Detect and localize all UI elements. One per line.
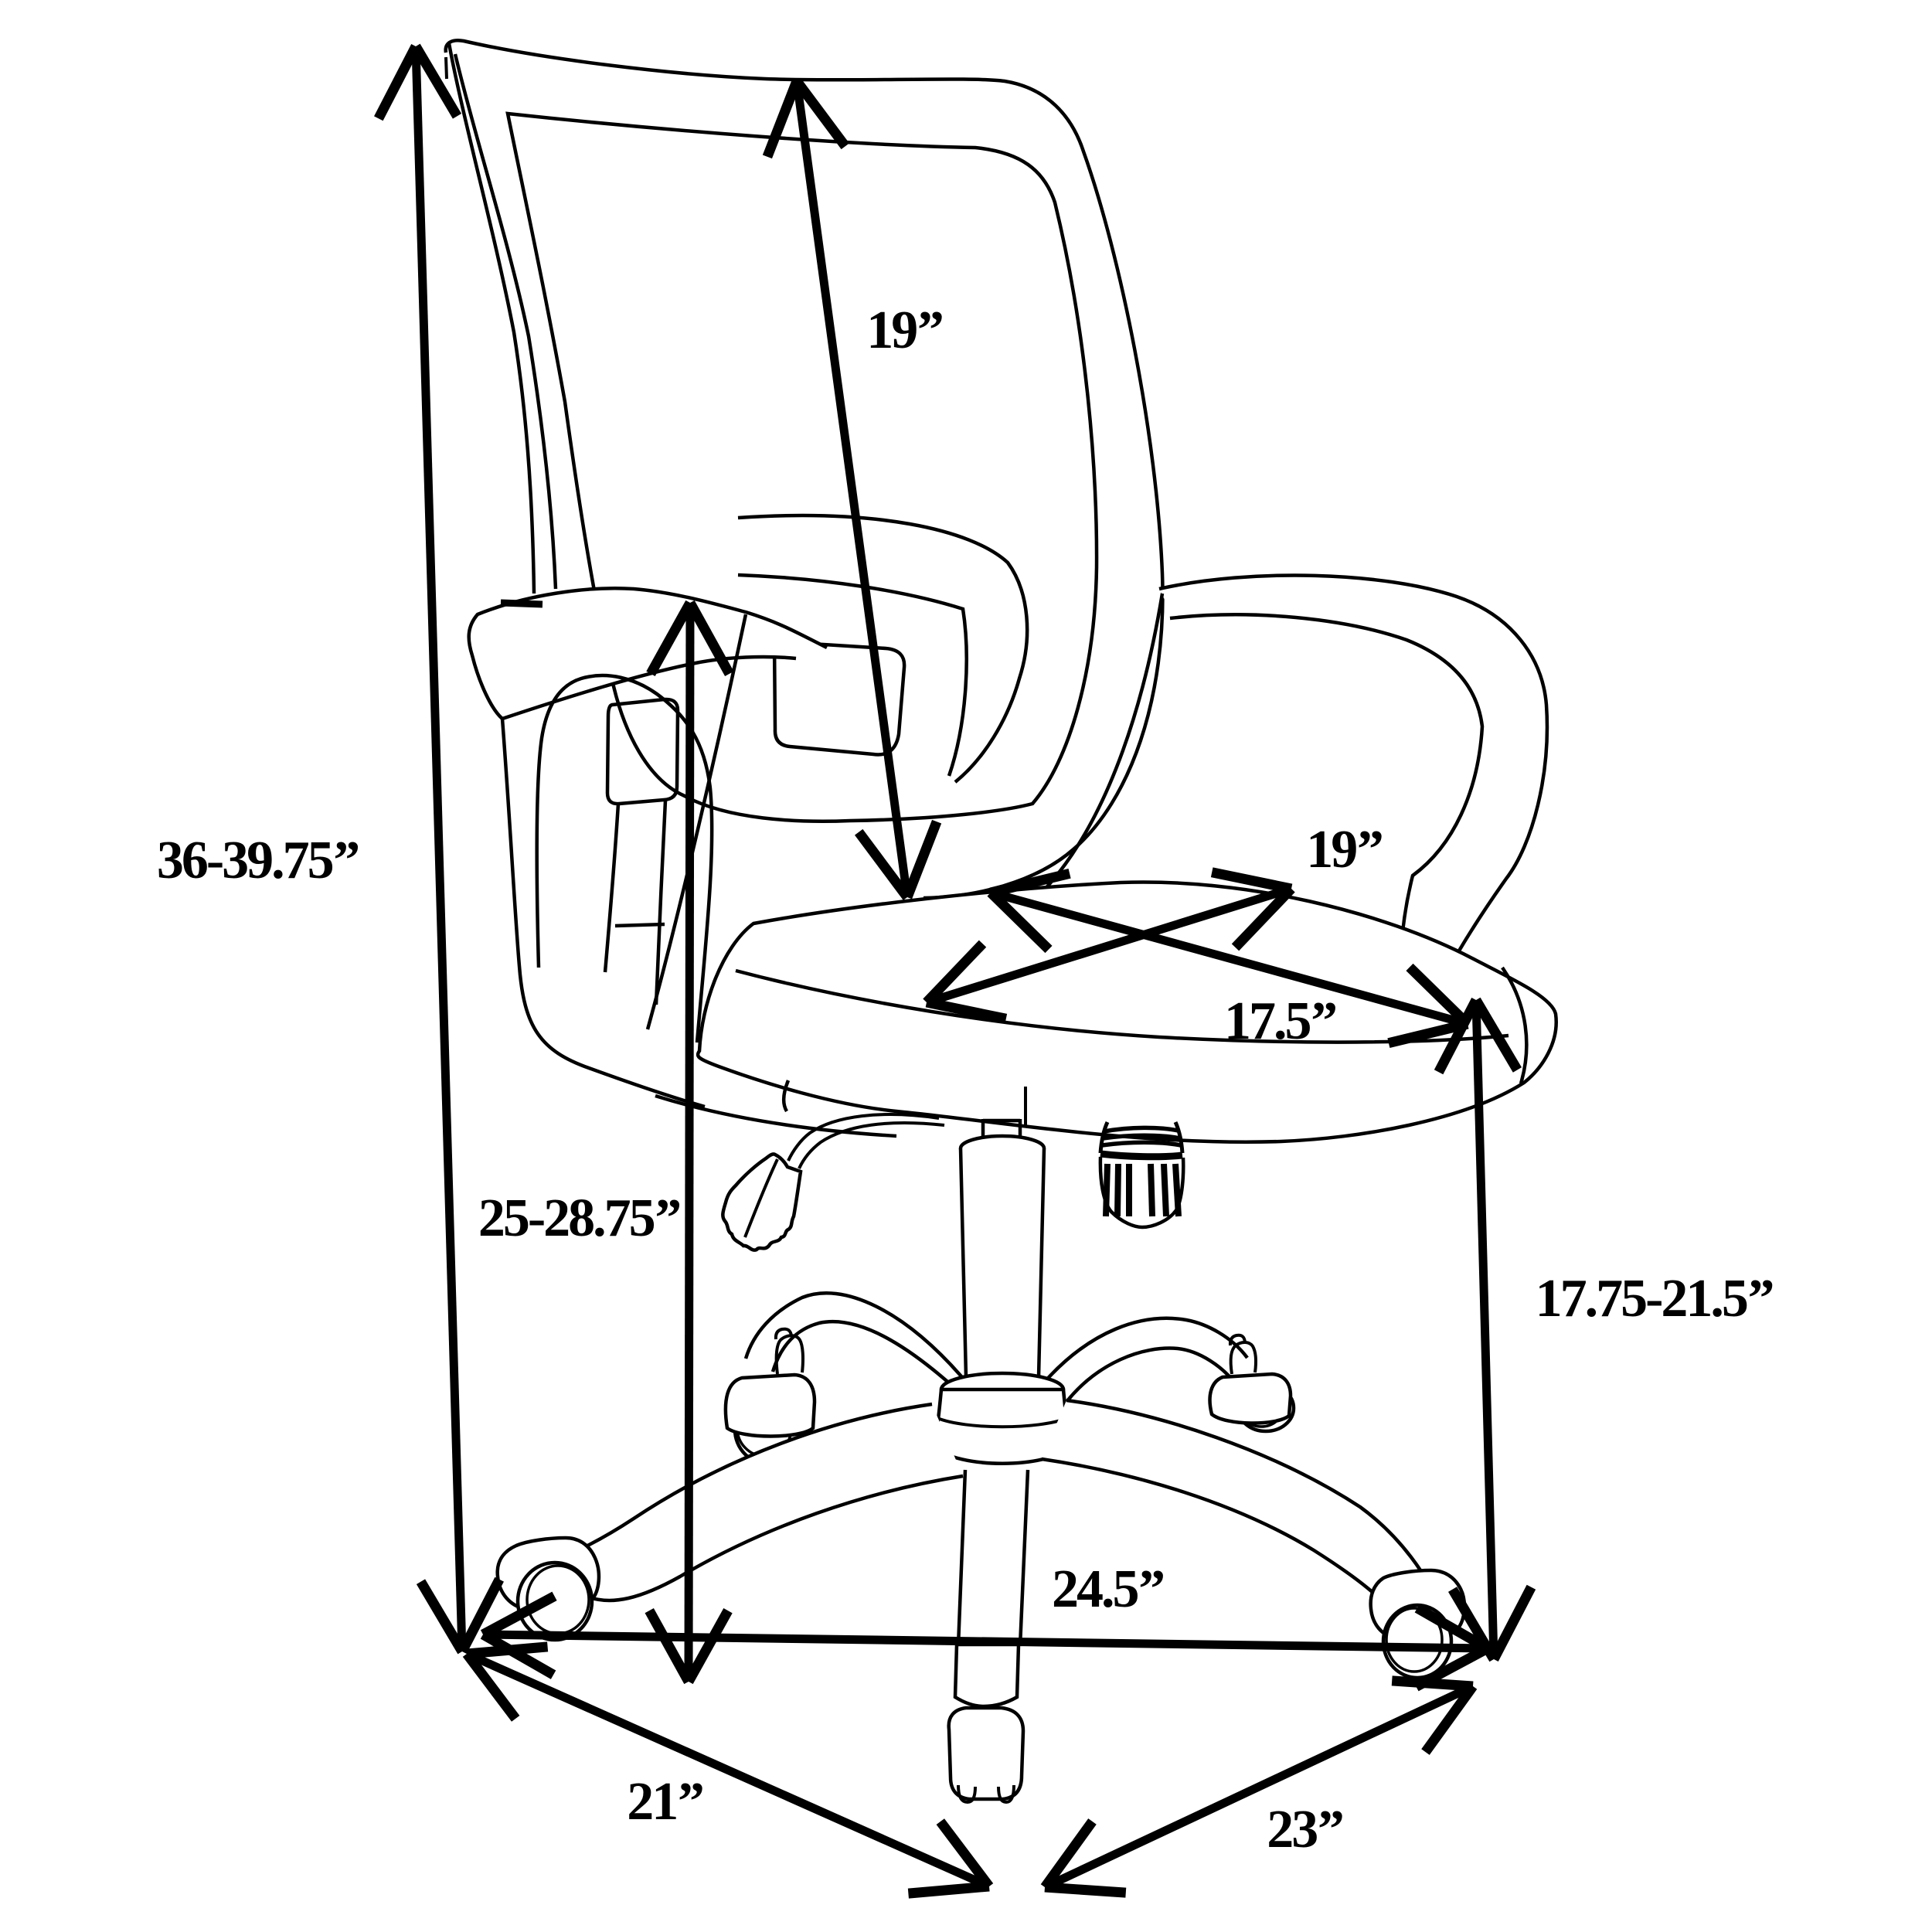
svg-text:19’’: 19’’ [1306, 820, 1383, 879]
svg-text:17.75-21.5’’: 17.75-21.5’’ [1536, 1269, 1774, 1328]
svg-text:21’’: 21’’ [627, 1772, 703, 1832]
svg-text:23’’: 23’’ [1267, 1800, 1343, 1859]
svg-text:17.5’’: 17.5’’ [1224, 992, 1337, 1051]
svg-text:36-39.75’’: 36-39.75’’ [157, 831, 359, 890]
svg-text:19’’: 19’’ [866, 301, 943, 360]
svg-text:24.5’’: 24.5’’ [1052, 1560, 1165, 1619]
svg-text:25-28.75’’: 25-28.75’’ [478, 1189, 681, 1248]
